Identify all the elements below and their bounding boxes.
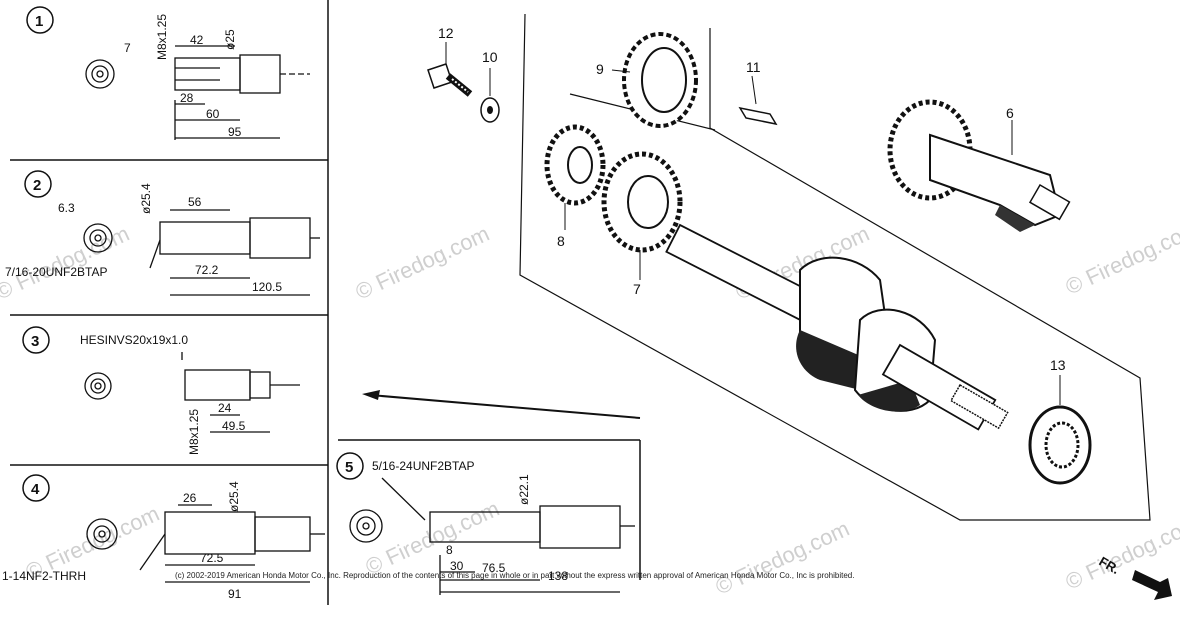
dim-label: 72.2 bbox=[195, 263, 219, 277]
bolt-part bbox=[427, 42, 473, 97]
callout-label: 8 bbox=[557, 233, 565, 249]
callout-label: 7 bbox=[633, 281, 641, 297]
dim-label: ø22.1 bbox=[517, 474, 531, 505]
dim-label: M8x1.25 bbox=[155, 14, 169, 60]
dim-label: 6.3 bbox=[58, 201, 75, 215]
dim-label: 138 bbox=[548, 569, 568, 583]
dim-label: 7 bbox=[124, 41, 131, 55]
dim-label: M8x1.25 bbox=[187, 409, 201, 455]
variant-2-number: 2 bbox=[33, 177, 41, 194]
key-part bbox=[738, 75, 778, 126]
gear-part bbox=[544, 124, 606, 230]
copyright-notice: (c) 2002-2019 American Honda Motor Co., … bbox=[175, 571, 854, 580]
crankshaft-part bbox=[665, 223, 1009, 431]
dim-label: 8 bbox=[446, 543, 453, 557]
arrow-icon bbox=[1132, 570, 1172, 600]
dim-label: 120.5 bbox=[252, 280, 282, 294]
variant-3: 3 HESINVS20x19x1.0 24 49.5 M8x1.25 bbox=[22, 326, 300, 455]
dim-label: 42 bbox=[190, 33, 204, 47]
variant-1: 1 7 M8x1.25 42 ø25 28 60 95 bbox=[26, 6, 310, 140]
dim-label: 26 bbox=[183, 491, 197, 505]
variant-3-number: 3 bbox=[31, 333, 39, 350]
variant-5-number: 5 bbox=[345, 459, 353, 476]
reference-arrow bbox=[362, 390, 641, 419]
dim-label: 49.5 bbox=[222, 419, 246, 433]
variant-5: 5 5/16-24UNF2BTAP ø22.1 8 30 76.5 138 bbox=[336, 452, 635, 595]
dim-label: ø25.4 bbox=[139, 183, 153, 214]
dim-label: ø25 bbox=[223, 29, 237, 50]
dim-label: 60 bbox=[206, 107, 220, 121]
dim-label: HESINVS20x19x1.0 bbox=[80, 333, 188, 347]
bearing-part bbox=[1028, 375, 1092, 485]
dim-label: 1-14NF2-THRH bbox=[2, 569, 86, 583]
ring-gear-part bbox=[611, 32, 698, 128]
gear-part bbox=[601, 151, 683, 280]
callout-label: 13 bbox=[1050, 357, 1066, 373]
callout-label: 12 bbox=[438, 25, 454, 41]
balancer-shaft-part bbox=[887, 99, 1071, 232]
assembly-outline bbox=[519, 13, 1151, 521]
callout-label: 6 bbox=[1006, 105, 1014, 121]
watermark: © Firedog.com bbox=[1062, 216, 1180, 300]
callout-label: 10 bbox=[482, 49, 498, 65]
variant-1-number: 1 bbox=[35, 13, 43, 30]
dim-label: 72.5 bbox=[200, 551, 224, 565]
dim-label: ø25.4 bbox=[227, 481, 241, 512]
dim-label: 30 bbox=[450, 559, 464, 573]
variant-2: 2 6.3 ø25.4 56 7/16-20UNF2BTAP 72.2 120.… bbox=[5, 170, 320, 296]
watermark: © Firedog.com bbox=[352, 221, 494, 305]
dim-label: 91 bbox=[228, 587, 242, 601]
dim-label: 95 bbox=[228, 125, 242, 139]
washer-part bbox=[480, 68, 500, 123]
watermark: © Firedog.com bbox=[0, 221, 133, 305]
dim-label: 56 bbox=[188, 195, 202, 209]
dim-label: 28 bbox=[180, 91, 194, 105]
panel-dividers bbox=[10, 0, 641, 605]
dim-label: 24 bbox=[218, 401, 232, 415]
dim-label: 7/16-20UNF2BTAP bbox=[5, 265, 108, 279]
variant-4: 4 26 ø25.4 72.5 1-14NF2-THRH 91 bbox=[2, 474, 325, 601]
callout-label: 9 bbox=[596, 61, 604, 77]
callout-label: 11 bbox=[746, 59, 761, 75]
watermarks: © Firedog.com © Firedog.com © Firedog.co… bbox=[0, 216, 1180, 600]
dim-label: 5/16-24UNF2BTAP bbox=[372, 459, 475, 473]
watermark: © Firedog.com bbox=[712, 516, 854, 600]
variant-4-number: 4 bbox=[31, 481, 40, 498]
dim-label: 76.5 bbox=[482, 561, 506, 575]
